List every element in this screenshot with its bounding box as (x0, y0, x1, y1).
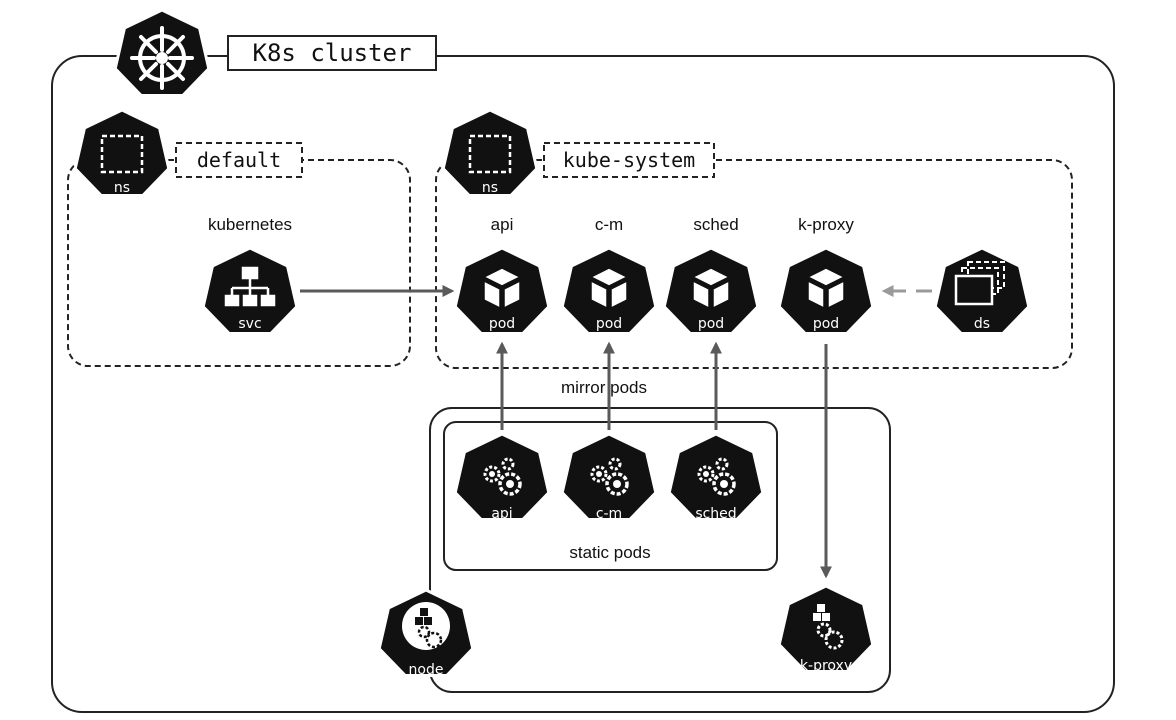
namespace-kube-system-tag: kube-system (563, 148, 695, 172)
svg-text:ns: ns (114, 180, 130, 196)
pod-kproxy-label: k-proxy (798, 215, 854, 234)
namespace-default-tag-box (175, 142, 303, 178)
svg-text:ns: ns (482, 180, 498, 196)
pod-api-label: api (491, 215, 514, 234)
namespace-default-icon: ns (73, 108, 171, 197)
svg-text:ds: ds (974, 316, 990, 332)
static-pod-cm-icon: c-m (560, 432, 658, 522)
pod-sched-icon: pod (662, 246, 760, 335)
static-pod-sched-icon: sched (667, 432, 765, 522)
svg-text:svc: svc (238, 316, 261, 332)
svg-text:pod: pod (596, 316, 622, 332)
namespace-kube-system-frame (435, 159, 1073, 369)
namespace-kube-system-icon: ns (441, 108, 539, 197)
svg-text:node: node (409, 662, 444, 678)
static-pods-label: static pods (569, 543, 650, 562)
pod-cm-label: c-m (595, 215, 623, 234)
pod-cm-icon: pod (560, 246, 658, 335)
cluster-title-box (227, 35, 437, 71)
svg-text:pod: pod (698, 316, 724, 332)
cluster-frame (51, 55, 1115, 713)
cluster-title: K8s cluster (253, 39, 412, 67)
kubernetes-helm-icon (113, 8, 211, 97)
svg-text:k-proxy: k-proxy (800, 658, 852, 674)
svg-text:pod: pod (813, 316, 839, 332)
svg-text:api: api (491, 506, 512, 522)
mirror-pods-label: mirror pods (561, 378, 647, 397)
namespace-kube-system-tag-box (543, 142, 715, 178)
svg-text:sched: sched (695, 506, 736, 522)
service-icon: svc (201, 246, 299, 335)
static-pod-api-icon: api (453, 432, 551, 522)
kproxy-process-icon: k-proxy (777, 584, 875, 674)
svg-text:c-m: c-m (596, 506, 622, 522)
daemonset-icon: ds (933, 246, 1031, 335)
node-icon: node (377, 588, 475, 678)
pod-sched-label: sched (693, 215, 738, 234)
namespace-default-tag: default (197, 148, 281, 172)
pod-api-icon: pod (453, 246, 551, 335)
pod-kproxy-icon: pod (777, 246, 875, 335)
service-name-label: kubernetes (208, 215, 292, 234)
svg-text:pod: pod (489, 316, 515, 332)
node-frame (429, 407, 891, 693)
